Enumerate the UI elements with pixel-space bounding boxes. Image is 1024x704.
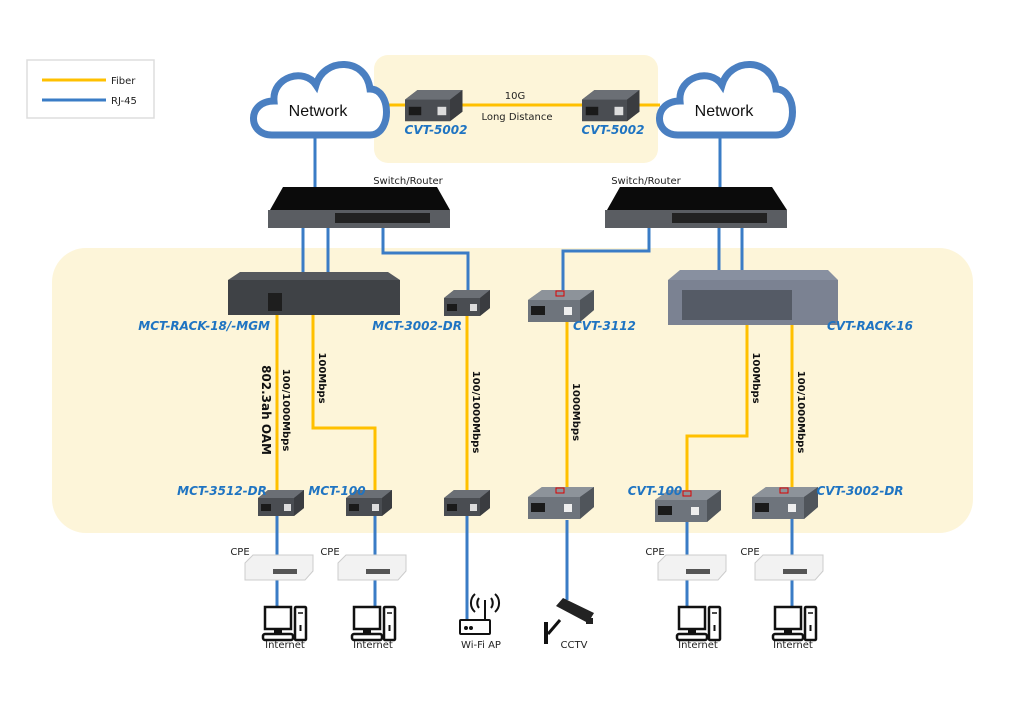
cpe-router-icon [657, 554, 727, 581]
link-speed-label: 1000Mbps [570, 383, 581, 441]
computer-icon [675, 605, 722, 642]
switch-right: Switch/Router [605, 176, 787, 228]
link-speed-label: 100Mbps [316, 352, 327, 403]
cpe-router-icon [754, 554, 824, 581]
endpoint-label: Wi-Fi AP [461, 640, 501, 651]
cloud-icon [253, 64, 386, 135]
mct-rack-label: MCT-RACK-18/-MGM [138, 319, 270, 333]
computer-icon [261, 605, 308, 642]
wifi-ap-icon [459, 593, 501, 635]
cpe-label: CPE [230, 547, 249, 558]
link-speed-label: 100/1000Mbps [795, 371, 806, 454]
media-converter-icon [405, 90, 463, 122]
link-speed-label: 100/1000Mbps [280, 369, 291, 452]
legend-rj45-label: RJ-45 [111, 96, 137, 107]
cloud-icon [659, 64, 792, 135]
computer-icon [350, 605, 397, 642]
computer-icon [771, 605, 818, 642]
cvt-rack-label: CVT-RACK-16 [827, 319, 913, 333]
cvt-3002-dr-label: CVT-3002-DR [816, 484, 903, 498]
long-distance-highlight [374, 55, 658, 163]
endpoint-label: Internet [265, 640, 305, 651]
link-speed-label: 10G [505, 91, 525, 102]
mct-100-label: MCT-100 [308, 484, 365, 498]
cvt-100-label: CVT-100 [628, 484, 683, 498]
legend: Fiber RJ-45 [26, 59, 155, 119]
switch-label: Switch/Router [373, 176, 443, 187]
media-converter-icon [527, 289, 595, 323]
media-converter-icon [582, 90, 640, 122]
endpoint-label: Internet [353, 640, 393, 651]
cpe-router-icon [337, 554, 407, 581]
media-converter-icon [444, 290, 490, 316]
media-converter-icon [527, 486, 595, 520]
cvt-5002-right-label: CVT-5002 [582, 123, 645, 137]
cpe-router-icon [244, 554, 314, 581]
cpe-label: CPE [320, 547, 339, 558]
rack-chassis-icon [668, 270, 838, 325]
switch-label: Switch/Router [611, 176, 681, 187]
switch-icon [268, 187, 450, 228]
cloud-label: Network [695, 103, 755, 120]
network-cloud-right: Network [659, 64, 792, 135]
mct-3512-dr-label: MCT-3512-DR [177, 484, 267, 498]
legend-fiber-label: Fiber [111, 76, 136, 87]
cvt-5002-left-label: CVT-5002 [405, 123, 468, 137]
link-speed-label: 100/1000Mbps [470, 371, 481, 454]
cvt-3112-label: CVT-3112 [573, 319, 636, 333]
endpoint-label: Internet [678, 640, 718, 651]
media-converter-icon [751, 486, 819, 520]
endpoint-label: Internet [773, 640, 813, 651]
network-cloud-left: Network [253, 64, 386, 135]
link-speed-label: 100Mbps [750, 352, 761, 403]
cpe-label: CPE [645, 547, 664, 558]
switch-icon [605, 187, 787, 228]
media-converter-icon [444, 490, 490, 516]
cpe-label: CPE [740, 547, 759, 558]
mct-3002-dr-label: MCT-3002-DR [372, 319, 462, 333]
endpoint-label: CCTV [561, 640, 588, 651]
cctv-camera-icon [544, 598, 594, 644]
oam-label: 802.3ah OAM [259, 365, 273, 455]
cloud-label: Network [289, 103, 349, 120]
long-distance-label: Long Distance [481, 112, 552, 123]
switch-left: Switch/Router [268, 176, 450, 228]
rack-chassis-icon [228, 272, 400, 315]
